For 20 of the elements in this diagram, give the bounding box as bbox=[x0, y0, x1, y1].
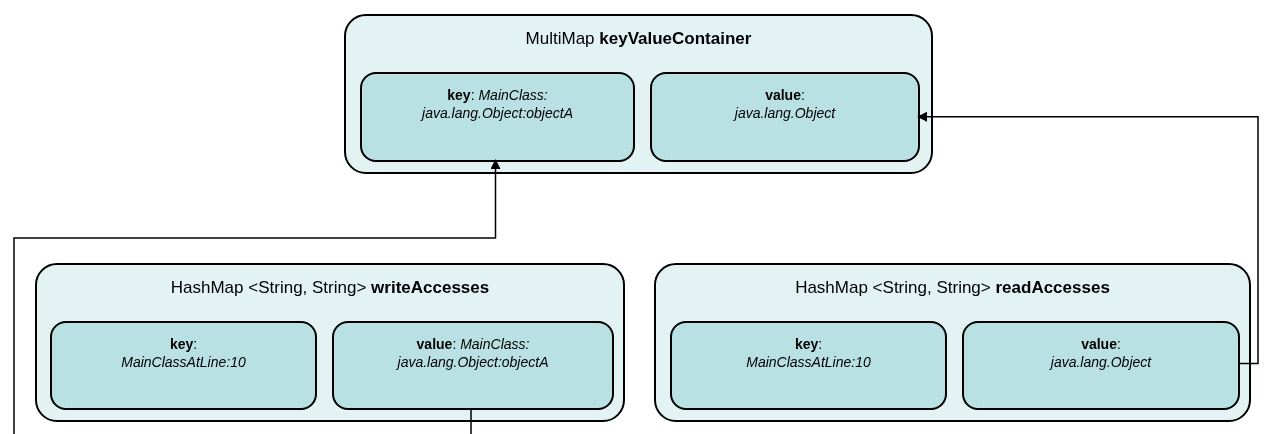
field-box bbox=[670, 321, 947, 410]
connector-arrow bbox=[13, 159, 501, 434]
field-box bbox=[360, 72, 635, 162]
field-box bbox=[332, 321, 614, 410]
field-label: value: MainClass: java.lang.Object:objectA bbox=[397, 335, 549, 371]
field-label: key: MainClassAtLine:10 bbox=[120, 335, 247, 371]
field-label: value: java.lang.Object bbox=[1048, 335, 1153, 371]
container-box bbox=[344, 14, 933, 174]
field-box bbox=[962, 321, 1240, 410]
field-box bbox=[650, 72, 920, 162]
field-box bbox=[50, 321, 317, 410]
container-title: HashMap <String, String> readAccesses bbox=[795, 277, 1110, 299]
field-label: value: java.lang.Object bbox=[732, 86, 837, 122]
container-title: HashMap <String, String> writeAccesses bbox=[170, 277, 490, 299]
container-box bbox=[654, 263, 1251, 422]
container-box bbox=[35, 263, 625, 422]
field-label: key: MainClass: java.lang.Object:objectA bbox=[422, 86, 573, 122]
field-label: key: MainClassAtLine:10 bbox=[745, 335, 872, 371]
connector-arrow bbox=[917, 111, 1259, 365]
container-title: MultiMap keyValueContainer bbox=[525, 28, 752, 50]
